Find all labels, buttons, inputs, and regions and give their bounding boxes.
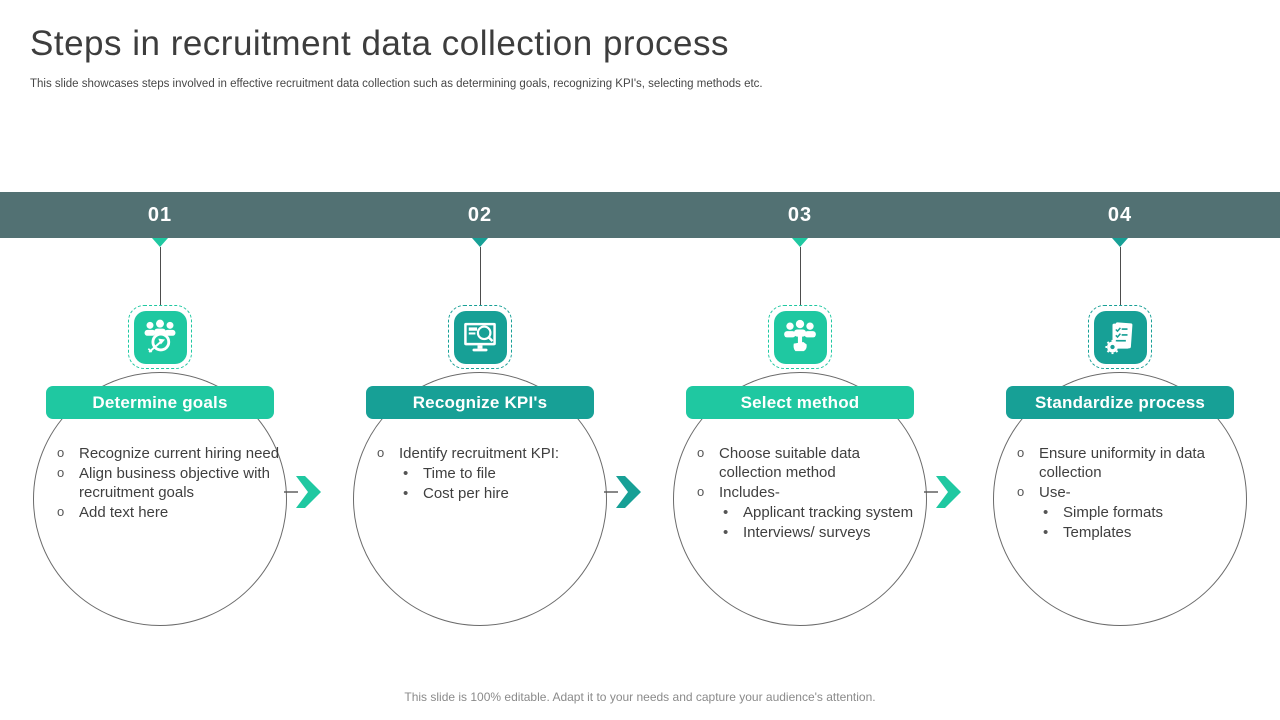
- list-item: Templates: [1015, 523, 1241, 542]
- list-item: Cost per hire: [375, 484, 601, 503]
- step-item-list: Recognize current hiring need Align busi…: [55, 443, 281, 523]
- list-item: Simple formats: [1015, 503, 1241, 522]
- step-band: [0, 192, 1280, 238]
- list-item: Applicant tracking system: [695, 503, 921, 522]
- connector-line: [479, 247, 481, 307]
- step-item-list: Identify recruitment KPI: Time to file C…: [375, 443, 601, 504]
- list-item: Interviews/ surveys: [695, 523, 921, 542]
- step-label: Select method: [686, 386, 914, 419]
- step-number: 03: [787, 203, 813, 226]
- step-column-2: 02 Recognize KPI's Identify recruitment: [320, 0, 641, 720]
- band-pointer-triangle: [1112, 238, 1128, 247]
- band-pointer-triangle: [152, 238, 168, 247]
- step-item-list: Choose suitable data collection method I…: [695, 443, 921, 543]
- list-item: Ensure uniformity in data collection: [1015, 443, 1241, 482]
- step-number: 02: [467, 203, 493, 226]
- page-title: Steps in recruitment data collection pro…: [30, 24, 729, 63]
- connector-line: [799, 247, 801, 307]
- band-pointer-triangle: [792, 238, 808, 247]
- step-column-3: 03 Select method Choose suitable data co…: [640, 0, 961, 720]
- icon-frame: [448, 305, 512, 369]
- step-column-4: 04: [960, 0, 1280, 720]
- list-item: Add text here: [55, 502, 281, 522]
- icon-frame: [128, 305, 192, 369]
- page-subtitle: This slide showcases steps involved in e…: [30, 78, 763, 90]
- footer-note: This slide is 100% editable. Adapt it to…: [404, 690, 876, 704]
- next-step-arrow-icon: [924, 472, 966, 512]
- step-column-1: 01 Determine goals Recognize current hir: [0, 0, 321, 720]
- gear-icon: [1105, 339, 1120, 355]
- connector-line: [159, 247, 161, 307]
- list-item: Includes-: [695, 482, 921, 502]
- list-item: Identify recruitment KPI:: [375, 443, 601, 463]
- checklist-gear-icon: [1093, 310, 1147, 364]
- connector-line: [1119, 247, 1121, 307]
- list-item: Recognize current hiring need: [55, 443, 281, 463]
- list-item: Align business objective with recruitmen…: [55, 463, 281, 502]
- step-label: Recognize KPI's: [366, 386, 594, 419]
- recruitment-target-icon: [133, 310, 187, 364]
- candidate-selection-icon: [773, 310, 827, 364]
- icon-frame: [1088, 305, 1152, 369]
- step-item-list: Ensure uniformity in data collection Use…: [1015, 443, 1241, 543]
- monitor-search-icon: [453, 310, 507, 364]
- next-step-arrow-icon: [604, 472, 646, 512]
- list-item: Use-: [1015, 482, 1241, 502]
- step-number: 04: [1107, 203, 1133, 226]
- band-pointer-triangle: [472, 238, 488, 247]
- step-label: Determine goals: [46, 386, 274, 419]
- next-step-arrow-icon: [284, 472, 326, 512]
- step-number: 01: [147, 203, 173, 226]
- list-item: Choose suitable data collection method: [695, 443, 921, 482]
- step-label: Standardize process: [1006, 386, 1234, 419]
- list-item: Time to file: [375, 464, 601, 483]
- icon-frame: [768, 305, 832, 369]
